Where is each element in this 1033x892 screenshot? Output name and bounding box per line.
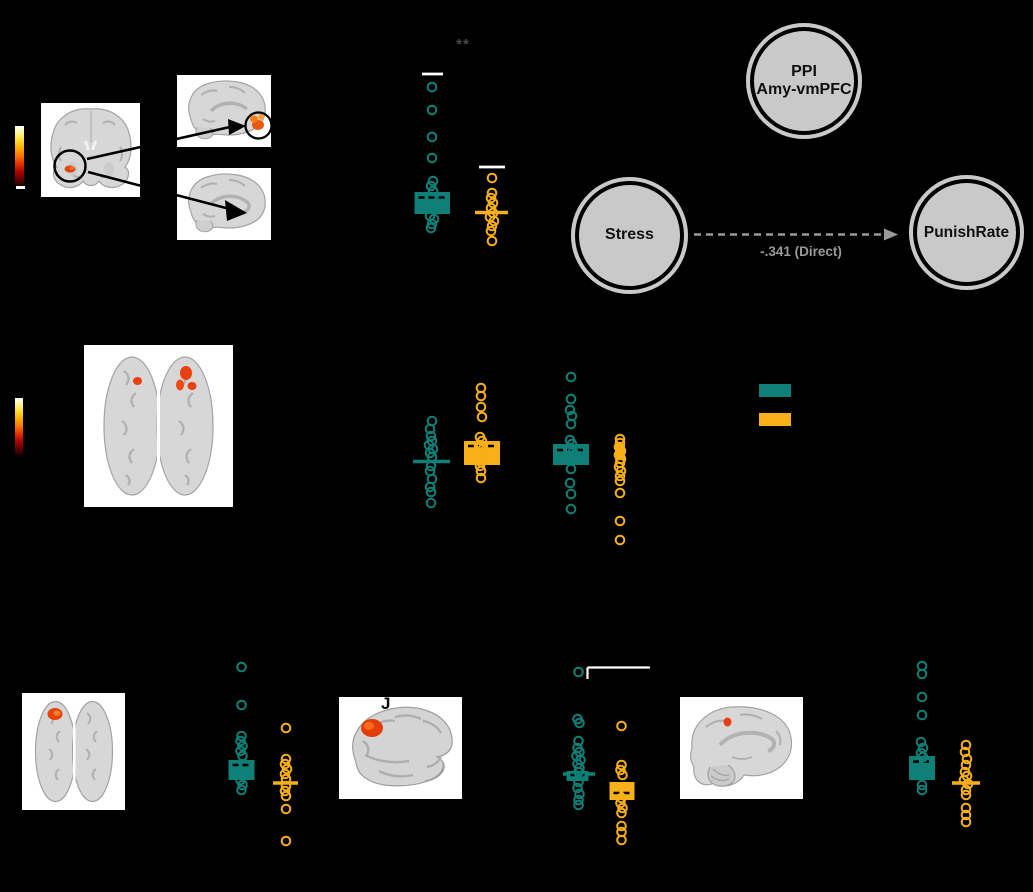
midcingulate-cluster <box>723 717 732 727</box>
mediation-node-punishrate: PunishRate <box>909 175 1024 290</box>
boxplot-top-ppi-boxplot <box>411 72 508 247</box>
colorbar-top <box>15 126 24 186</box>
ppi-label-line1: PPI <box>791 62 817 80</box>
sfg-cluster <box>47 708 63 720</box>
lateral-3d-brain-image <box>339 697 462 799</box>
sagittal-inset-top-image <box>177 75 271 147</box>
sagittal-inset-bottom-image <box>177 168 271 240</box>
coronal-brain-image <box>41 103 140 197</box>
mediation-node-ppi: PPI Amy-vmPFC <box>746 23 862 139</box>
boxplot-bottom-left-boxplot <box>228 661 298 847</box>
boxplot-middle-pair-1 <box>413 382 500 509</box>
boxplot-bottom-middle-boxplot <box>563 666 650 846</box>
punishrate-label: PunishRate <box>923 223 1010 241</box>
colorbar-top-tick <box>16 186 25 189</box>
legend-swatch-orange <box>759 413 791 426</box>
axial-brain-middle-image <box>84 345 233 507</box>
boxplot-middle-pair-2 <box>553 371 627 546</box>
stress-label: Stress <box>605 226 654 244</box>
ppi-label-line2: Amy-vmPFC <box>756 81 852 98</box>
significance-stars: ** <box>456 36 470 53</box>
dmpfc-clusters <box>133 366 197 391</box>
direct-path-label: -.341 (Direct) <box>760 244 842 259</box>
sagittal-slice-bottom-image <box>680 697 803 799</box>
axial-brain-bottom-image <box>22 693 125 810</box>
mediation-node-stress: Stress <box>571 177 688 294</box>
colorbar-middle <box>15 398 23 455</box>
boxplot-bottom-right-boxplot <box>909 660 980 828</box>
mediation-direct-arrow <box>694 228 898 241</box>
panel-j-label: J <box>381 694 391 713</box>
premotor-cluster <box>361 719 383 737</box>
legend-swatch-teal <box>759 384 791 397</box>
